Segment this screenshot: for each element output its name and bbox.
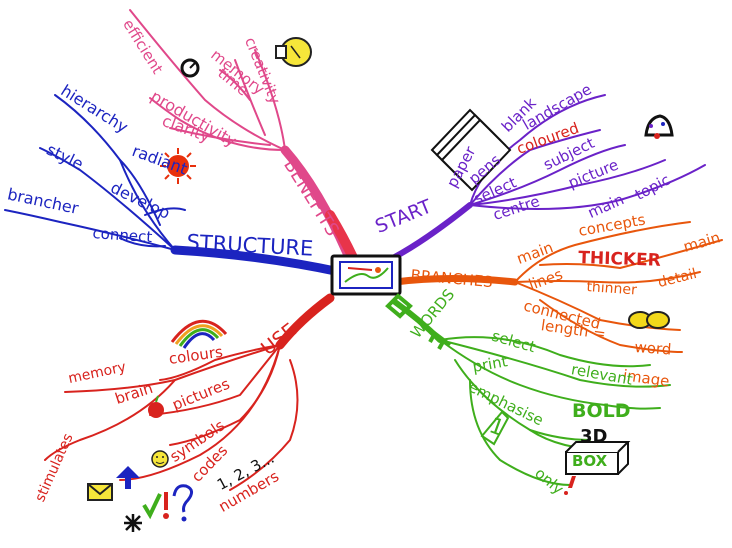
branches-thinner: thinner [585,279,638,299]
apple-icon [148,395,164,418]
asterisk-icon [124,514,142,532]
box-3d-icon [565,441,631,475]
structure-trunk [170,245,345,277]
stopwatch-icon [180,58,200,78]
structure-connect: connect [91,224,153,247]
key-icon [385,293,452,350]
branches-word: word [633,338,672,359]
use-trunk [275,293,335,350]
words-3d: 3D [580,426,608,447]
question-icon [172,484,193,522]
sun-icon [160,148,196,184]
tick-icon [142,493,162,520]
paper-stack-icon [430,108,512,192]
central-picture-icon [330,254,402,296]
one-box [480,410,510,446]
exclamation-icon [163,492,169,519]
chain-links-icon [628,311,670,329]
smiley-icon [151,450,169,468]
branches-trunk [391,275,519,286]
rainbow-icon [170,319,228,349]
envelope-icon [87,483,113,501]
words-bold: BOLD [572,400,631,422]
words-box: BOX [572,452,608,470]
arrow-up-icon [116,466,140,489]
branches-thicker: THICKER [577,248,662,271]
paint-pot-icon [644,114,674,139]
lightbulb-icon [275,37,312,67]
only-mark-icon [564,476,576,495]
